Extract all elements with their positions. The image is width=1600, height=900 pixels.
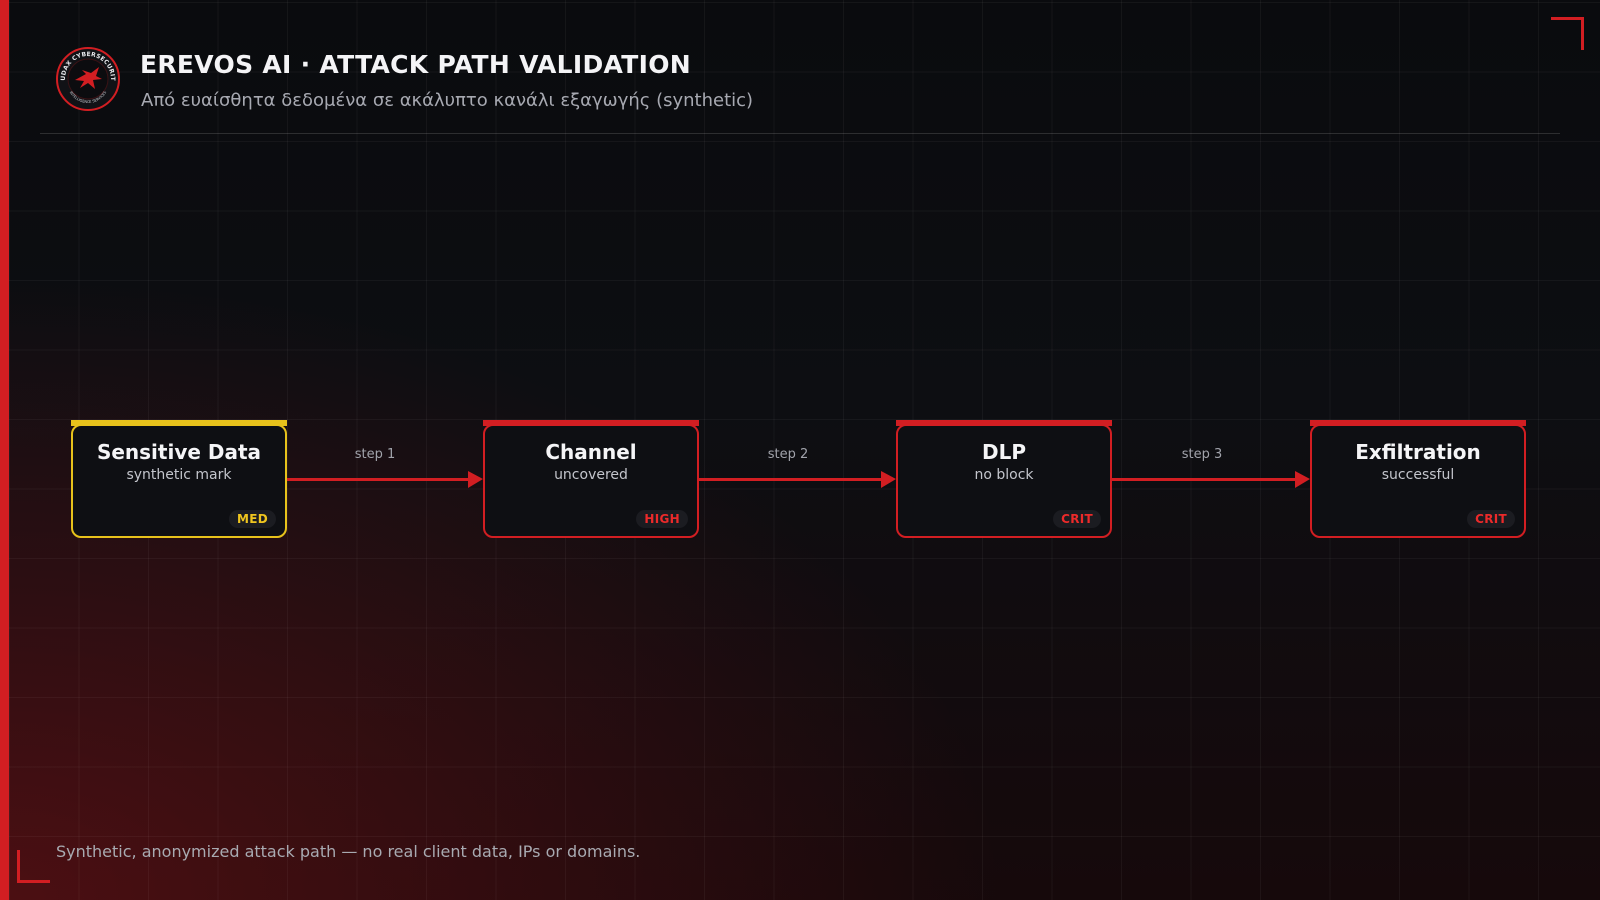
edge-label-step-2: step 2 — [767, 447, 809, 462]
edge-line — [1112, 478, 1296, 481]
edge-arrow-1 — [287, 471, 483, 501]
node-subtitle: no block — [974, 467, 1034, 483]
node-top-bar — [71, 420, 287, 426]
node-title: Exfiltration — [1355, 440, 1481, 464]
edge-label-step-1: step 1 — [354, 447, 396, 462]
severity-badge: MED — [229, 510, 276, 528]
arrowhead-icon — [468, 471, 483, 488]
eagle-icon — [75, 67, 102, 89]
corner-bracket-top-right — [1551, 17, 1584, 50]
node-subtitle: synthetic mark — [126, 467, 232, 483]
edge-arrow-3 — [1112, 471, 1310, 501]
node-dlp[interactable]: DLP no block CRIT — [896, 420, 1112, 538]
audax-logo: AUDAX CYBERSECURITY INTELLIGENCE SERVICE… — [55, 46, 120, 111]
arrowhead-icon — [1295, 471, 1310, 488]
node-title: DLP — [981, 440, 1026, 464]
page-title: EREVOS AI · ATTACK PATH VALIDATION — [140, 50, 691, 79]
left-accent-rail — [0, 0, 9, 900]
severity-badge: CRIT — [1467, 510, 1515, 528]
footnote: Synthetic, anonymized attack path — no r… — [56, 842, 641, 861]
arrowhead-icon — [881, 471, 896, 488]
header-divider — [40, 133, 1560, 134]
node-title: Channel — [545, 440, 637, 464]
edge-label-step-3: step 3 — [1181, 447, 1223, 462]
corner-bracket-bottom-left — [17, 850, 50, 883]
severity-badge: HIGH — [636, 510, 688, 528]
edge-line — [699, 478, 882, 481]
edge-arrow-2 — [699, 471, 896, 501]
node-top-bar — [483, 420, 699, 426]
node-sensitive-data[interactable]: Sensitive Data synthetic mark MED — [71, 420, 287, 538]
node-subtitle: successful — [1381, 467, 1455, 483]
severity-badge: CRIT — [1053, 510, 1101, 528]
node-top-bar — [1310, 420, 1526, 426]
node-top-bar — [896, 420, 1112, 426]
node-subtitle: uncovered — [554, 467, 628, 483]
node-exfiltration[interactable]: Exfiltration successful CRIT — [1310, 420, 1526, 538]
page-subtitle: Από ευαίσθητα δεδομένα σε ακάλυπτο κανάλ… — [141, 90, 754, 111]
node-title: Sensitive Data — [96, 440, 262, 464]
edge-line — [287, 478, 469, 481]
node-channel[interactable]: Channel uncovered HIGH — [483, 420, 699, 538]
